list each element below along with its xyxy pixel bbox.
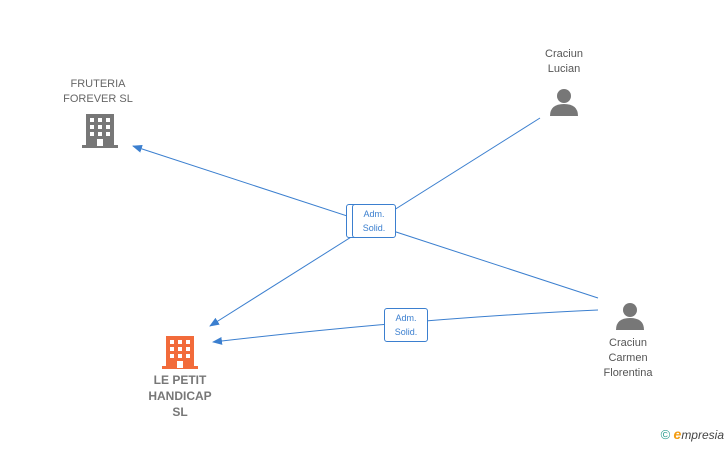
fruteria-building-icon[interactable]: [82, 114, 118, 148]
edge-label-upper[interactable]: Adm. Solid.: [352, 204, 396, 238]
carmen-label[interactable]: Craciun Carmen Florentina: [603, 337, 653, 379]
carmen-person-icon[interactable]: [616, 303, 644, 330]
lucian-person-icon[interactable]: [550, 89, 578, 116]
edge-label-lower[interactable]: Adm. Solid.: [384, 308, 428, 342]
empresia-brand[interactable]: © empresia: [661, 426, 724, 442]
brand-logo-e: e: [673, 426, 682, 442]
brand-logo-text: mpresia: [681, 428, 724, 442]
fruteria-label[interactable]: FRUTERIA FOREVER SL: [63, 78, 133, 105]
copyright-symbol: ©: [660, 427, 671, 442]
le-petit-building-icon[interactable]: [162, 336, 198, 369]
le-petit-label[interactable]: LE PETIT HANDICAP SL: [148, 373, 212, 419]
lucian-label[interactable]: Craciun Lucian: [545, 48, 583, 75]
